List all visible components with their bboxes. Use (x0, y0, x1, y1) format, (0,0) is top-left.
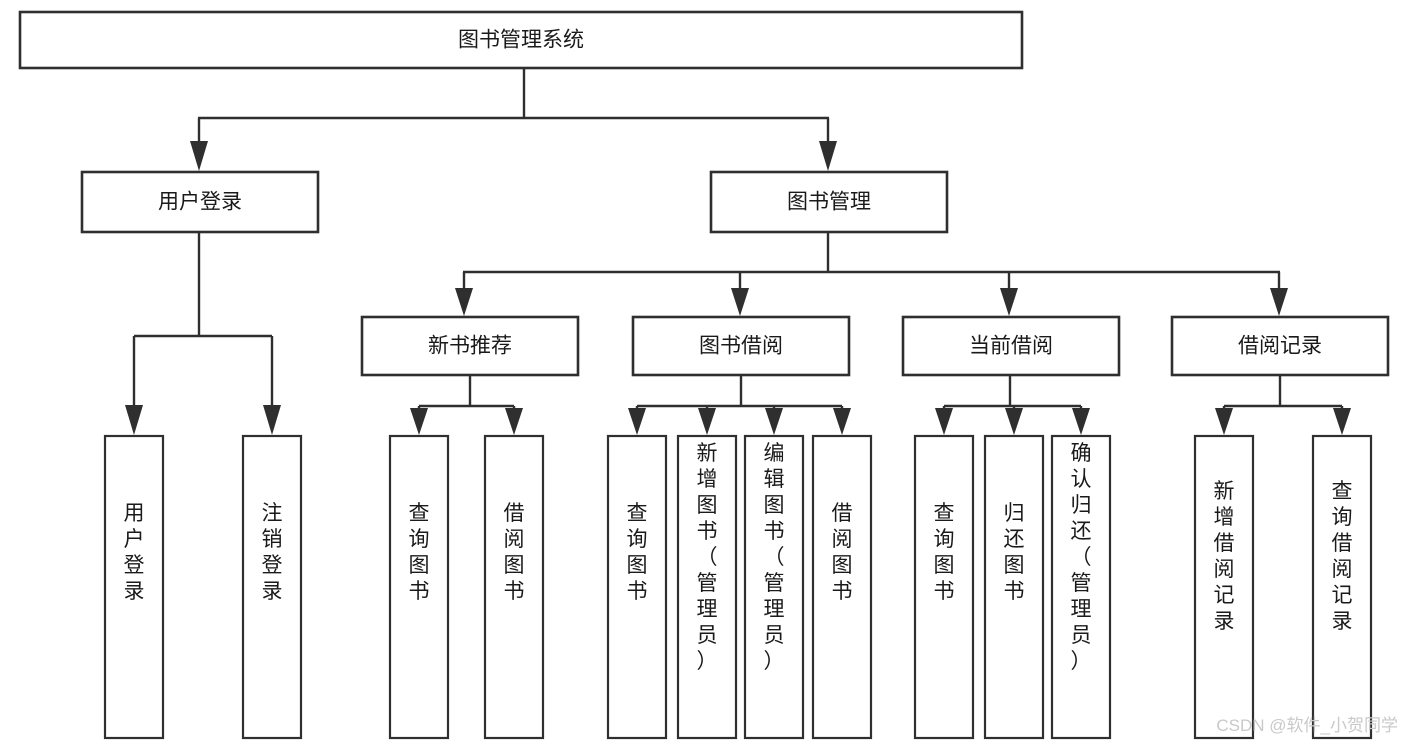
node-box-rect[interactable] (18, 10, 1024, 70)
node-label-book-management: 图书管理 (787, 191, 871, 214)
node-leaf-edit-book-admin[interactable]: 编辑图书（管理员） (743, 434, 805, 740)
node-leaf-add-book-admin[interactable]: 新增图书（管理员） (676, 434, 738, 740)
node-label-leaf-query-book-3: 查询图书 (934, 502, 955, 603)
arrow-head-leaf-edit-book-admin (765, 408, 783, 435)
node-box-rect[interactable] (709, 170, 949, 234)
node-book-management-system[interactable]: 图书管理系统 (18, 10, 1024, 70)
node-box-rect[interactable] (676, 434, 738, 740)
node-label-leaf-edit-book-admin: 编辑图书（管理员） (764, 442, 785, 673)
node-leaf-borrow-book-1[interactable]: 借阅图书 (483, 434, 545, 740)
node-label-borrow-record: 借阅记录 (1238, 335, 1322, 358)
node-user-login[interactable]: 用户登录 (80, 170, 320, 234)
arrow-head-leaf-query-borrow-record (1333, 408, 1351, 435)
node-box-rect[interactable] (606, 434, 668, 740)
arrow-head-leaf-query-book-1 (410, 408, 428, 435)
node-box-rect[interactable] (1170, 315, 1390, 377)
edge-group-new-book-recommend (410, 375, 523, 435)
node-book-borrow[interactable]: 图书借阅 (631, 315, 851, 377)
csdn-watermark: CSDN @软件_小贺同学 (1216, 716, 1398, 735)
node-box-rect[interactable] (483, 434, 545, 740)
node-leaf-return-book[interactable]: 归还图书 (983, 434, 1045, 740)
node-label-book-borrow: 图书借阅 (699, 335, 783, 358)
arrow-head-book-management (819, 141, 837, 171)
arrow-head-leaf-borrow-book-1 (505, 408, 523, 435)
arrow-head-leaf-query-book-2 (628, 408, 646, 435)
node-leaf-logout-login[interactable]: 注销登录 (241, 434, 303, 740)
node-leaf-query-borrow-record[interactable]: 查询借阅记录 (1311, 434, 1373, 740)
node-label-new-book-recommend: 新书推荐 (428, 335, 512, 358)
arrow-head-leaf-user-login (125, 405, 143, 435)
node-box-rect[interactable] (811, 434, 873, 740)
node-current-borrow[interactable]: 当前借阅 (901, 315, 1121, 377)
node-leaf-add-borrow-record[interactable]: 新增借阅记录 (1193, 434, 1255, 740)
node-leaf-query-book-1[interactable]: 查询图书 (388, 434, 450, 740)
edge-group-book-borrow (628, 375, 851, 435)
node-label-leaf-return-book: 归还图书 (1004, 502, 1025, 603)
node-label-leaf-confirm-return-admin: 确认归还（管理员） (1071, 442, 1092, 673)
node-label-leaf-query-book-2: 查询图书 (627, 502, 648, 603)
arrow-head-leaf-query-book-3 (935, 408, 953, 435)
node-box-rect[interactable] (631, 315, 851, 377)
node-label-leaf-borrow-book-1: 借阅图书 (504, 502, 525, 603)
arrow-head-leaf-return-book (1005, 408, 1023, 435)
arrow-head-borrow-record (1270, 288, 1288, 316)
node-label-book-management-system: 图书管理系统 (458, 29, 584, 52)
arrow-head-new-book-recommend (455, 288, 473, 316)
node-box-rect[interactable] (360, 315, 580, 377)
node-box-rect[interactable] (80, 170, 320, 234)
arrow-head-leaf-add-borrow-record (1215, 408, 1233, 435)
node-label-leaf-borrow-book-2: 借阅图书 (832, 502, 853, 603)
node-label-leaf-logout-login: 注销登录 (262, 502, 283, 603)
node-book-management[interactable]: 图书管理 (709, 170, 949, 234)
node-leaf-user-login[interactable]: 用户登录 (103, 434, 165, 740)
node-leaf-borrow-book-2[interactable]: 借阅图书 (811, 434, 873, 740)
node-box-rect[interactable] (103, 434, 165, 740)
node-box-rect[interactable] (1311, 434, 1373, 740)
node-label-leaf-query-book-1: 查询图书 (409, 502, 430, 603)
edge-group-root (190, 68, 837, 171)
node-borrow-record[interactable]: 借阅记录 (1170, 315, 1390, 377)
node-label-user-login: 用户登录 (158, 191, 242, 214)
arrow-head-leaf-borrow-book-2 (833, 408, 851, 435)
edge-group-current-borrow (935, 375, 1090, 435)
node-box-rect[interactable] (983, 434, 1045, 740)
node-leaf-query-book-3[interactable]: 查询图书 (913, 434, 975, 740)
arrow-head-leaf-logout-login (263, 405, 281, 435)
node-new-book-recommend[interactable]: 新书推荐 (360, 315, 580, 377)
node-box-rect[interactable] (913, 434, 975, 740)
edge-group-user-login (125, 232, 281, 435)
arrow-head-book-borrow (731, 288, 749, 316)
arrow-head-user-login (190, 141, 208, 171)
node-box-rect[interactable] (388, 434, 450, 740)
arrow-head-leaf-add-book-admin (698, 408, 716, 435)
node-box-rect[interactable] (743, 434, 805, 740)
node-box-rect[interactable] (1050, 434, 1112, 740)
node-leaf-query-book-2[interactable]: 查询图书 (606, 434, 668, 740)
arrow-head-leaf-confirm-return-admin (1072, 408, 1090, 435)
edge-group-book-management (455, 232, 1288, 316)
node-label-leaf-add-book-admin: 新增图书（管理员） (697, 442, 718, 673)
node-label-current-borrow: 当前借阅 (969, 335, 1053, 358)
arrow-head-current-borrow (1000, 288, 1018, 316)
node-label-leaf-add-borrow-record: 新增借阅记录 (1214, 480, 1235, 633)
node-label-leaf-query-borrow-record: 查询借阅记录 (1332, 480, 1353, 633)
node-box-rect[interactable] (901, 315, 1121, 377)
node-leaf-confirm-return-admin[interactable]: 确认归还（管理员） (1050, 434, 1112, 740)
edge-group-borrow-record (1215, 375, 1351, 435)
node-box-rect[interactable] (1193, 434, 1255, 740)
node-box-rect[interactable] (241, 434, 303, 740)
node-label-leaf-user-login: 用户登录 (124, 502, 145, 603)
